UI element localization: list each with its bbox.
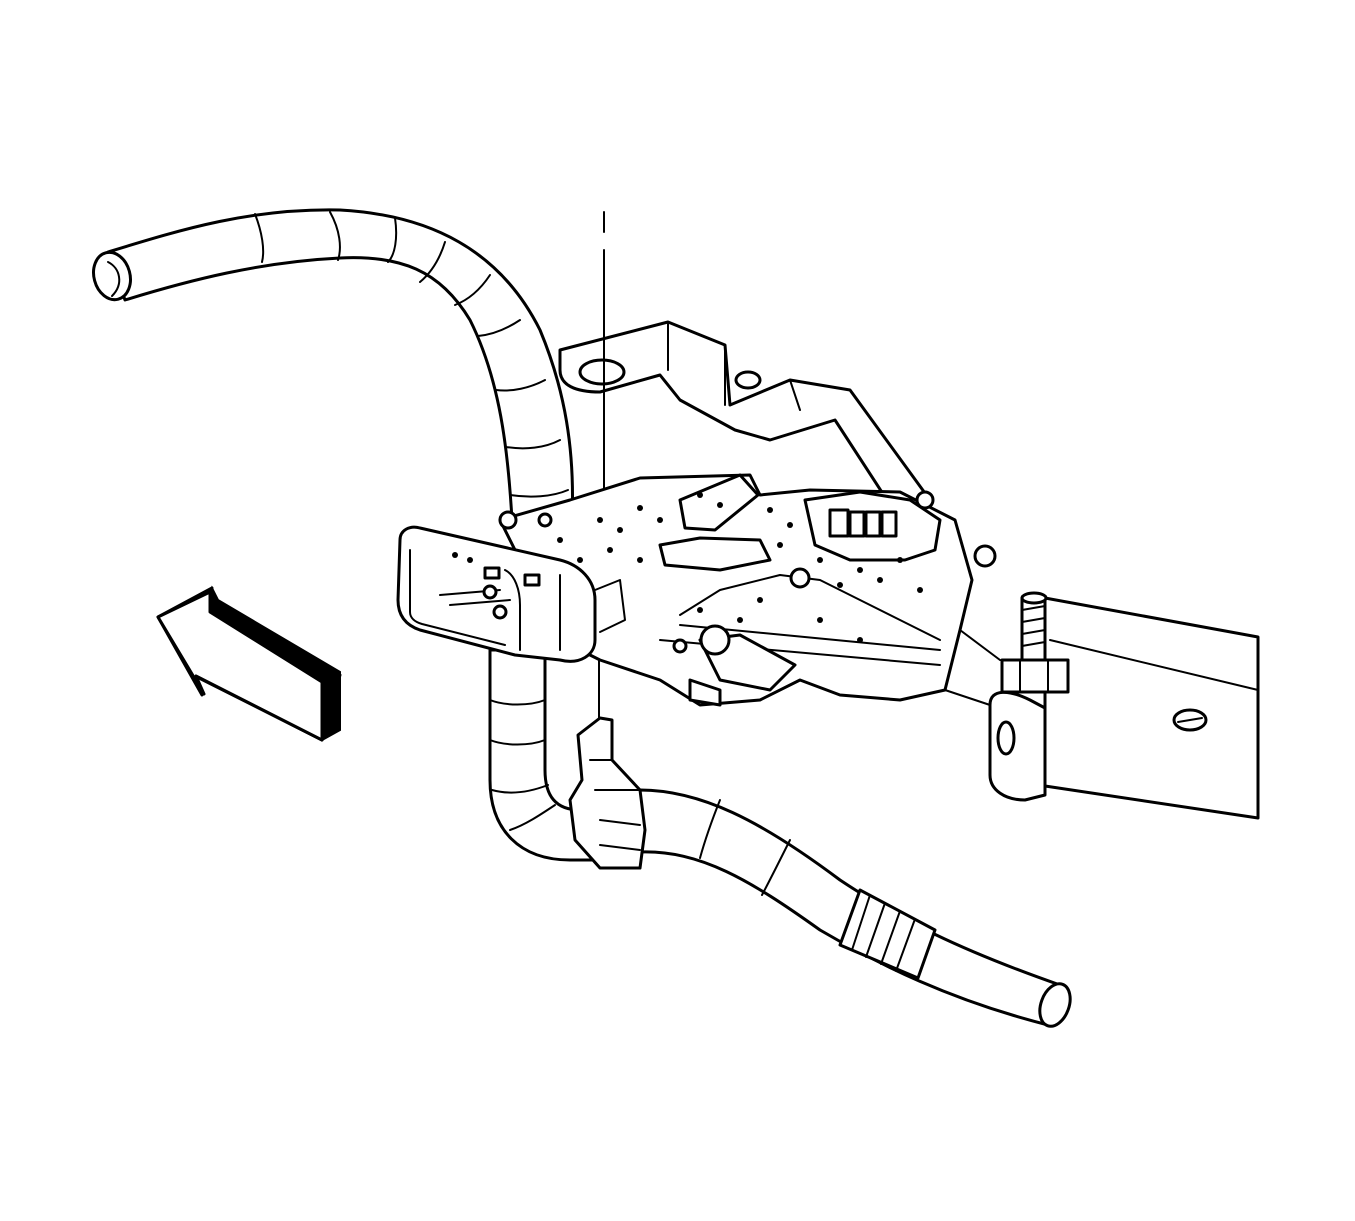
mounting-bracket (558, 320, 932, 522)
switch-body (498, 473, 997, 707)
direction-arrow (156, 585, 342, 742)
rivet-dots (537, 492, 923, 643)
transmission-case-edge (1043, 596, 1260, 820)
harness-clip (568, 716, 647, 870)
wiring-harness-lower (488, 648, 1072, 1028)
wiring-harness-upper (92, 208, 574, 522)
electrical-connector (396, 525, 626, 663)
mounting-stud (944, 591, 1070, 802)
